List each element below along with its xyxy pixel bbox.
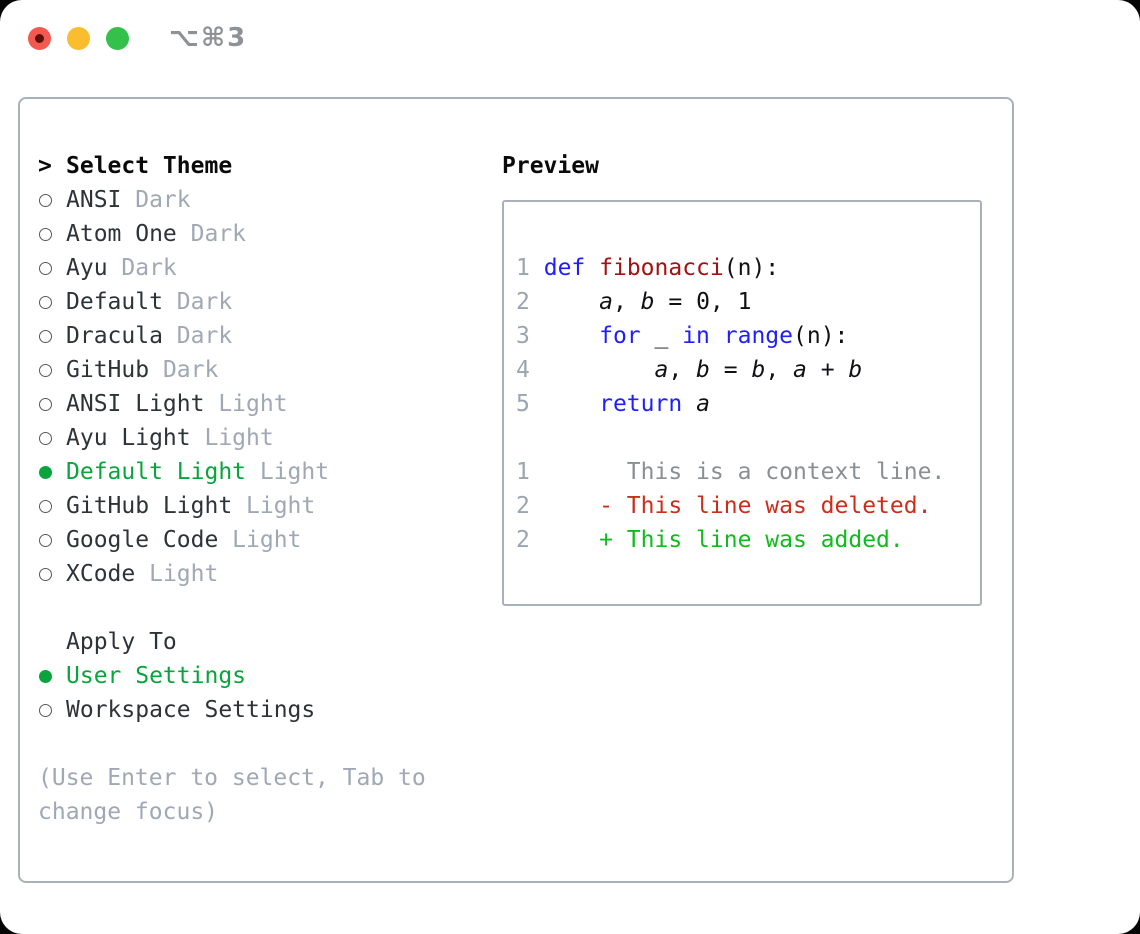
radio-icon — [39, 227, 52, 241]
keyboard-hint-line2: change focus) — [38, 799, 219, 825]
radio-icon — [39, 261, 52, 275]
preview-box: 1 def fibonacci(n): 2 a, b = 0, 1 3 for … — [502, 200, 982, 606]
titlebar: ⌥⌘3 — [28, 23, 248, 53]
radio-icon — [39, 567, 52, 581]
apply-option-workspace-settings[interactable]: Workspace Settings — [38, 693, 488, 727]
code-line: 2 + This line was added. — [516, 527, 904, 553]
preview-column: Preview 1 def fibonacci(n): 2 a, b = 0, … — [502, 149, 1002, 606]
keyboard-hint-line1: (Use Enter to select, Tab to — [38, 765, 426, 791]
code-line: 2 - This line was deleted. — [516, 493, 932, 519]
radio-icon — [39, 703, 52, 717]
code-line: 1 def fibonacci(n): — [516, 255, 780, 281]
apply-to-title: Apply To — [66, 629, 177, 655]
select-theme-title: Select Theme — [66, 153, 233, 179]
code-line: 4 a, b = b, a + b — [516, 357, 863, 383]
window-title: ⌥⌘3 — [169, 23, 248, 53]
close-button[interactable] — [28, 26, 51, 50]
prompt-icon: > — [38, 153, 52, 179]
radio-icon — [39, 363, 52, 377]
spacer — [38, 591, 488, 625]
spacer — [38, 727, 488, 761]
radio-selected-icon — [39, 465, 52, 479]
radio-icon — [39, 533, 52, 547]
radio-icon — [39, 397, 52, 411]
radio-icon — [39, 193, 52, 207]
radio-selected-icon — [39, 669, 52, 683]
select-theme-header: > Select Theme — [38, 149, 488, 183]
radio-icon — [39, 329, 52, 343]
preview-title: Preview — [502, 153, 599, 179]
minimize-button[interactable] — [67, 26, 90, 50]
code-preview: 1 def fibonacci(n): 2 a, b = 0, 1 3 for … — [504, 202, 980, 557]
code-line — [516, 421, 980, 455]
code-line: 5 return a — [516, 391, 710, 417]
apply-to-header: Apply To — [38, 625, 488, 659]
zoom-button[interactable] — [106, 26, 129, 50]
code-line: 2 a, b = 0, 1 — [516, 289, 752, 315]
code-line: 3 for _ in range(n): — [516, 323, 849, 349]
radio-icon — [39, 499, 52, 513]
unsaved-dot-icon — [35, 33, 44, 43]
radio-icon — [39, 431, 52, 445]
apply-option-user-settings[interactable]: User Settings — [38, 659, 488, 693]
code-line: 1 This is a context line. — [516, 459, 946, 485]
radio-icon — [39, 295, 52, 309]
